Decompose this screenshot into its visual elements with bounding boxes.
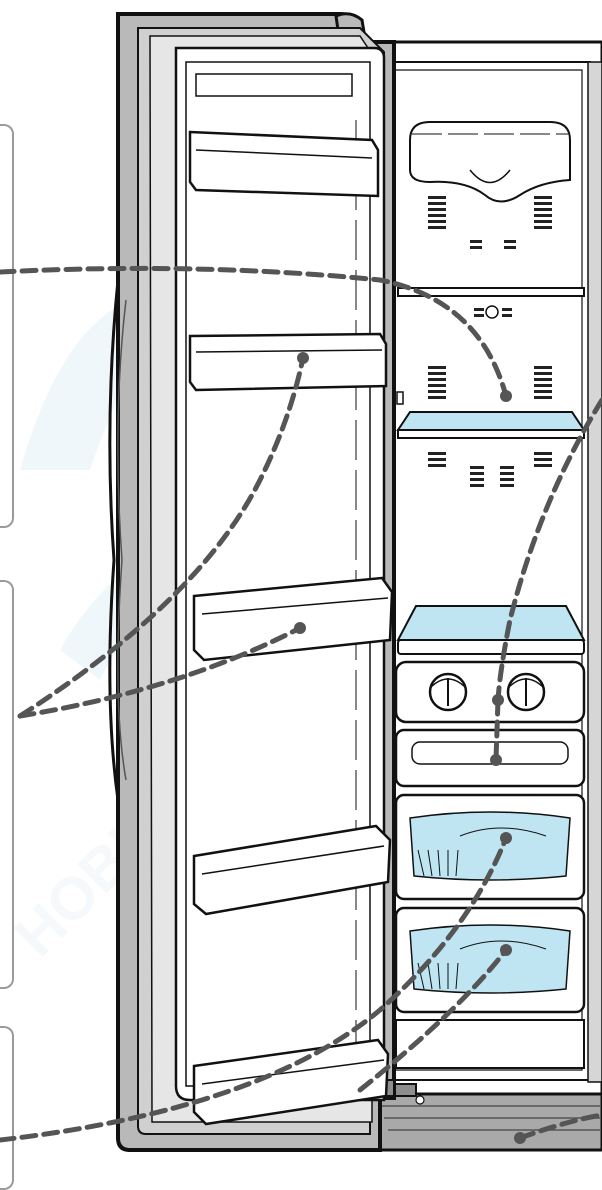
- door-bin-1: [190, 132, 378, 196]
- callout-dot: [492, 694, 504, 706]
- leader-line: [496, 700, 498, 760]
- callout-dot: [490, 754, 502, 766]
- control-panel: [396, 662, 584, 722]
- callout-dot: [500, 832, 512, 844]
- crisper-drawer-lower: [396, 908, 584, 1012]
- callout-dot: [500, 390, 512, 402]
- callout-dot: [500, 944, 512, 956]
- callout-dot: [294, 622, 306, 634]
- door-bin-2: [190, 334, 386, 390]
- control-knob: [430, 674, 466, 710]
- glass-shelf-upper: [398, 412, 584, 438]
- callout-dot: [514, 1132, 526, 1144]
- crisper-drawer-upper: [396, 795, 584, 899]
- chiller-drawer: [396, 730, 584, 786]
- control-knob: [508, 674, 544, 710]
- glass-shelf-lower: [398, 606, 584, 654]
- callout-dot: [297, 352, 309, 364]
